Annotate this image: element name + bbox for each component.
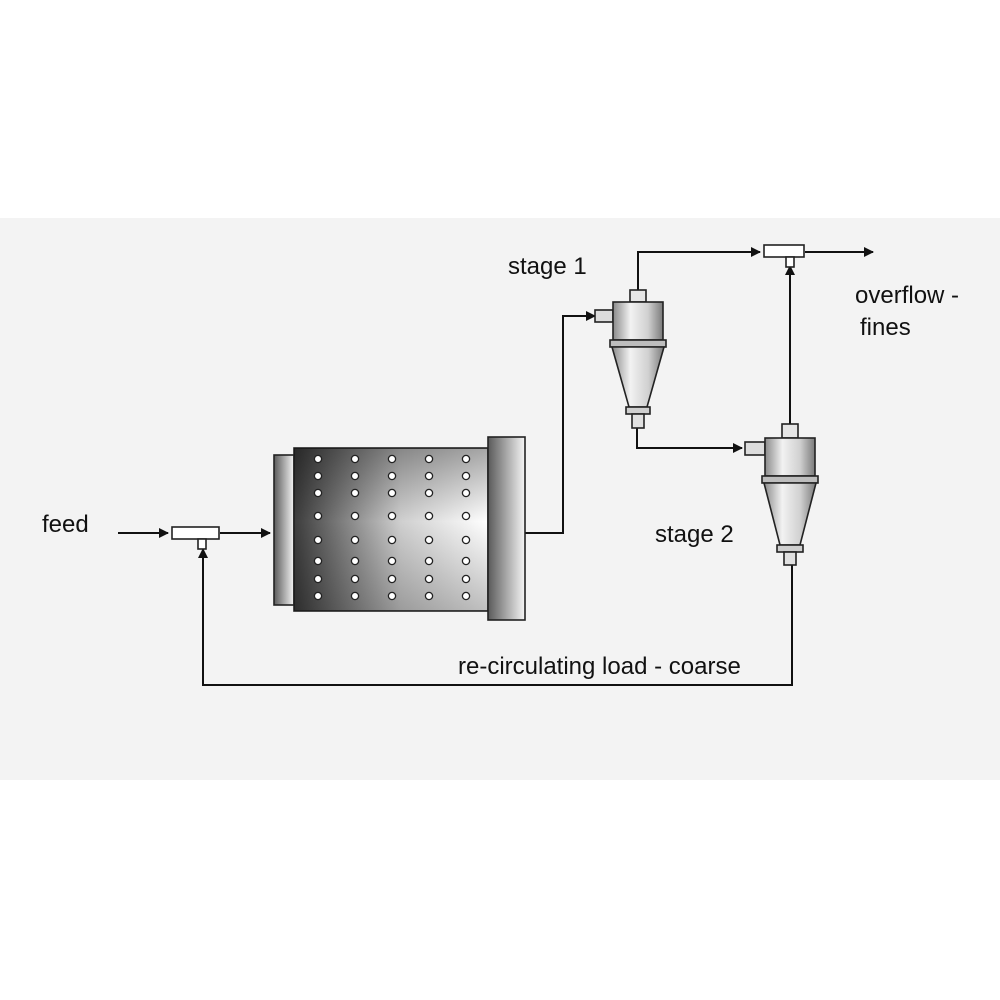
mill-hole: [313, 511, 323, 521]
mill-hole: [461, 511, 471, 521]
mill-hole: [387, 574, 397, 584]
mill-hole: [461, 488, 471, 498]
mill-hole: [424, 535, 434, 545]
mill-hole: [313, 471, 323, 481]
mill-hole: [313, 556, 323, 566]
recirculating-label: re-circulating load - coarse: [458, 653, 741, 680]
stage2-cyclone-icon: [744, 423, 819, 566]
stage1-underflow-line: [636, 428, 743, 453]
mill-hole: [461, 591, 471, 601]
mill-hole: [313, 535, 323, 545]
fines-label: fines: [860, 314, 911, 341]
mill-hole: [387, 591, 397, 601]
mill-hole: [424, 454, 434, 464]
mill-hole: [313, 591, 323, 601]
mill-hole: [461, 454, 471, 464]
mill-hole: [387, 556, 397, 566]
mill-hole: [424, 556, 434, 566]
mill-hole: [313, 574, 323, 584]
mill-hole: [350, 556, 360, 566]
stage2-label: stage 2: [655, 521, 734, 548]
mill-hole: [313, 488, 323, 498]
overflow-tee-icon: [763, 244, 805, 268]
mill-hole: [387, 535, 397, 545]
mill-hole: [387, 471, 397, 481]
mill-hole: [424, 488, 434, 498]
mill-hole: [313, 454, 323, 464]
feed-label: feed: [42, 511, 89, 538]
mill-hole: [350, 454, 360, 464]
mill-hole: [350, 574, 360, 584]
mill-hole: [461, 535, 471, 545]
mill-hole: [424, 511, 434, 521]
mill-perforations: [313, 454, 471, 601]
mill-hole: [387, 454, 397, 464]
mill-to-stage1-line: [525, 311, 596, 534]
mill-hole: [461, 574, 471, 584]
overflow-label: overflow -: [855, 282, 959, 309]
mill-hole: [387, 511, 397, 521]
stage1-overflow-line: [637, 247, 761, 292]
mill-hole: [387, 488, 397, 498]
mill-hole: [461, 471, 471, 481]
feed-tee-icon: [171, 526, 220, 550]
mill-hole: [424, 574, 434, 584]
mill-hole: [350, 535, 360, 545]
mill-hole: [424, 471, 434, 481]
mill-hole: [350, 511, 360, 521]
ball-mill-icon: [273, 436, 526, 621]
stage1-cyclone-icon: [594, 289, 667, 429]
mill-hole: [350, 471, 360, 481]
mill-hole: [424, 591, 434, 601]
stage1-label: stage 1: [508, 253, 587, 280]
mill-hole: [350, 488, 360, 498]
recirculating-load-line: [198, 548, 793, 686]
mill-hole: [461, 556, 471, 566]
mill-hole: [350, 591, 360, 601]
